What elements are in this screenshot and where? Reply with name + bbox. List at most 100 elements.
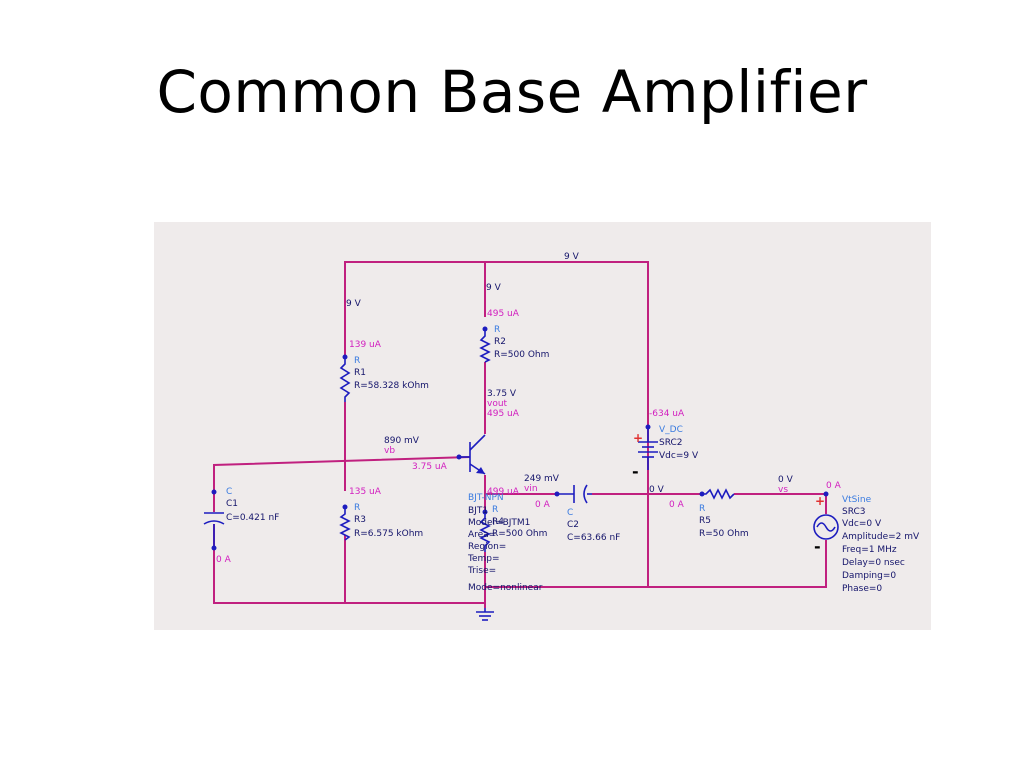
src3-param-4: Damping=0: [842, 571, 896, 581]
r1-kind: R: [354, 356, 360, 366]
vout-current: 495 uA: [487, 409, 520, 419]
vout-node: vout: [487, 399, 508, 409]
vb-voltage: 890 mV: [384, 436, 420, 446]
bjt-param-1: Area=: [468, 530, 496, 540]
capacitor-c1-plate-bottom: [203, 520, 225, 525]
bjt-ref: BJT1: [468, 506, 488, 516]
wire-base-c1: [213, 456, 471, 512]
node-voltage-top: 9 V: [564, 252, 580, 262]
src3-param-0: Vdc=0 V: [842, 519, 882, 529]
src2-minus: -: [632, 462, 639, 481]
pin-c2: [554, 491, 560, 497]
resistor-r5-symbol: [702, 488, 735, 500]
bjt-param-2: Region=: [468, 542, 506, 552]
bjt-kind: BJT-NPN: [468, 493, 504, 503]
src3-kind: VtSine: [842, 495, 872, 505]
r2-ref: R2: [494, 337, 506, 347]
r2-kind: R: [494, 325, 500, 335]
r4-kind: R: [492, 505, 498, 515]
node-voltage-right: 9 V: [486, 283, 502, 293]
c2-kind: C: [567, 508, 573, 518]
vin-voltage: 249 mV: [524, 474, 560, 484]
vs-node: vs: [778, 485, 788, 495]
r1-current: 139 uA: [349, 340, 382, 350]
src3-sine-wave: [816, 522, 836, 532]
src3-plus: +: [815, 494, 825, 508]
components: [203, 326, 839, 621]
wire-src3-return: [485, 540, 827, 588]
pin-src2: [645, 424, 651, 430]
src2-plus: +: [633, 431, 643, 445]
wire-top-rail: [344, 261, 649, 488]
r2-value: R=500 Ohm: [494, 350, 549, 360]
pin-c1: [211, 489, 217, 495]
r5-value: R=50 Ohm: [699, 529, 749, 539]
bjt-param-3: Temp=: [467, 554, 500, 564]
c1-value: C=0.421 nF: [226, 513, 279, 523]
wires: [213, 261, 827, 608]
src2-current: -634 uA: [649, 409, 685, 419]
c2-ref: C2: [567, 520, 579, 530]
src3-param-1: Amplitude=2 mV: [842, 532, 920, 542]
src3-param-5: Phase=0: [842, 584, 882, 594]
pin-r3: [342, 504, 348, 510]
base-current: 3.75 uA: [412, 462, 448, 472]
r2-current: 495 uA: [487, 309, 520, 319]
slide-title: Common Base Amplifier: [156, 58, 868, 126]
r3-current: 135 uA: [349, 487, 382, 497]
vs-voltage: 0 V: [778, 475, 794, 485]
c1-kind: C: [226, 487, 232, 497]
src3-sine-circle: [813, 514, 839, 540]
schematic-svg: 9 V 9 V 9 V 495 uA R R2 R=500 Ohm 139 uA…: [203, 252, 920, 621]
src3-current: 0 A: [826, 481, 842, 491]
capacitor-c2-plate-right: [583, 484, 588, 504]
node-voltage-left: 9 V: [346, 299, 362, 309]
src2-ref: SRC2: [659, 438, 683, 448]
resistor-r3-symbol: [339, 508, 351, 541]
vin-current: 0 A: [535, 500, 551, 510]
pin-vb: [456, 454, 462, 460]
vout-voltage: 3.75 V: [487, 389, 517, 399]
r3-ref: R3: [354, 515, 366, 525]
c2-value: C=63.66 nF: [567, 533, 620, 543]
src3-param-3: Delay=0 nsec: [842, 558, 905, 568]
bjt-param-0: Model=BJTM1: [468, 518, 530, 528]
r4-ref: R4: [492, 517, 504, 527]
r5-kind: R: [699, 504, 705, 514]
pin-r1: [342, 354, 348, 360]
src2-kind: V_DC: [659, 425, 683, 435]
bjt-param-4: Trise=: [467, 566, 496, 576]
r5-ref: R5: [699, 516, 711, 526]
vb-node: vb: [384, 446, 395, 456]
bjt-emitter-arrow: [476, 467, 485, 474]
bjt-emitter-current: 499 uA: [487, 487, 520, 497]
r1-value: R=58.328 kOhm: [354, 381, 429, 391]
pin-r2: [482, 326, 488, 332]
resistor-r1-symbol: [339, 357, 351, 402]
r5-current: 0 A: [669, 500, 685, 510]
src3-minus: -: [814, 537, 821, 556]
c1-ref: C1: [226, 499, 238, 509]
r1-ref: R1: [354, 368, 366, 378]
c2-node-voltage: 0 V: [649, 485, 665, 495]
pin-r5: [699, 491, 705, 497]
src3-param-2: Freq=1 MHz: [842, 545, 897, 555]
r3-kind: R: [354, 503, 360, 513]
vin-node: vin: [524, 484, 538, 494]
labels: 9 V 9 V 9 V 495 uA R R2 R=500 Ohm 139 uA…: [216, 252, 920, 594]
pin-src3: [823, 491, 829, 497]
pin-r4: [482, 509, 488, 515]
wire-c1-ground: [213, 524, 485, 604]
bjt-param-5: Mode=nonlinear: [468, 583, 543, 593]
r4-value: R=500 Ohm: [492, 529, 547, 539]
resistor-r2-symbol: [479, 330, 491, 363]
resistor-r4-symbol: [479, 512, 491, 552]
pin-c1-bottom: [211, 545, 217, 551]
wire-r5-src3: [734, 493, 827, 514]
src3-ref: SRC3: [842, 507, 866, 517]
r3-value: R=6.575 kOhm: [354, 529, 423, 539]
schematic-panel: 9 V 9 V 9 V 495 uA R R2 R=500 Ohm 139 uA…: [154, 222, 931, 630]
src2-value: Vdc=9 V: [659, 451, 699, 461]
bjt-collector-lead: [469, 434, 486, 451]
c1-current: 0 A: [216, 555, 232, 565]
